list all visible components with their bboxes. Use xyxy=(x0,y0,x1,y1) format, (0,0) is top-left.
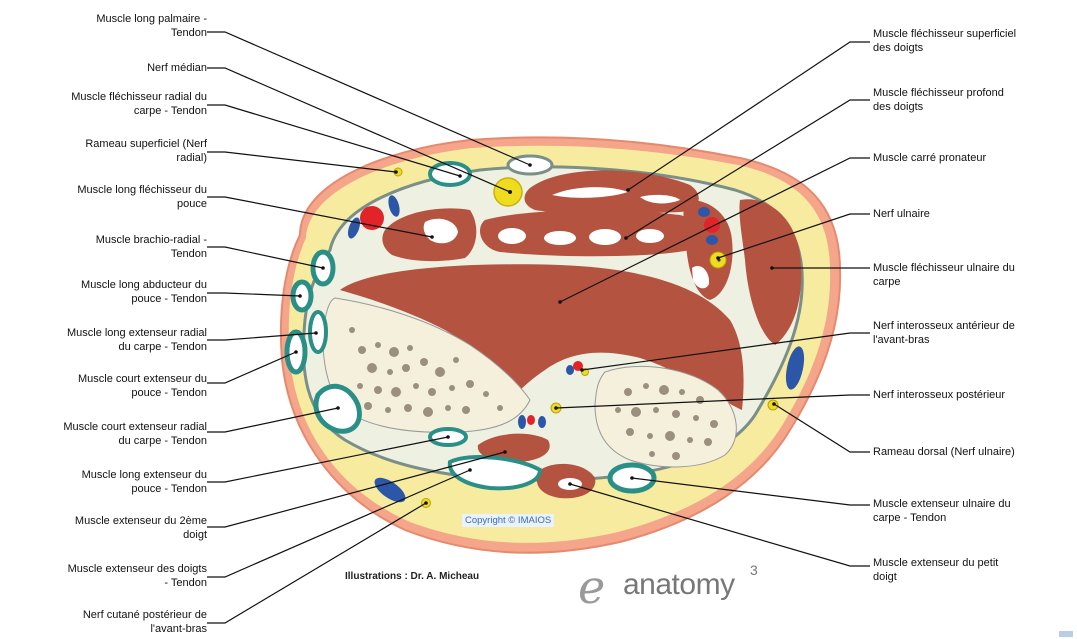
logo-wordmark: anatomy xyxy=(623,568,735,602)
label-apl: Muscle long abducteur du pouce - Tendon xyxy=(81,278,207,306)
label-fpl: Muscle long fléchisseur du pouce xyxy=(77,183,207,211)
label-fcu: Muscle fléchisseur ulnaire du carpe xyxy=(873,261,1015,289)
label-brachioradialis: Muscle brachio-radial - Tendon xyxy=(96,233,207,261)
label-dorsal-ulnar-branch: Rameau dorsal (Nerf ulnaire) xyxy=(873,445,1015,459)
radial-artery xyxy=(360,206,384,230)
label-ulnar-nerve: Nerf ulnaire xyxy=(873,207,930,221)
illustration-credit: Illustrations : Dr. A. Micheau xyxy=(345,571,479,582)
label-superficial-radial-nerve: Rameau superficiel (Nerf radial) xyxy=(85,137,207,165)
logo-superscript: 3 xyxy=(750,562,758,578)
label-ecu: Muscle extenseur ulnaire du carpe - Tend… xyxy=(873,497,1011,525)
label-pronator-quadratus: Muscle carré pronateur xyxy=(873,151,986,165)
label-epb: Muscle court extenseur du pouce - Tendon xyxy=(78,372,207,400)
logo-e-glyph: e xyxy=(578,560,605,614)
label-fdp: Muscle fléchisseur profond des doigts xyxy=(873,86,1004,114)
posterior-interosseous-vein-1 xyxy=(518,415,526,429)
corner-badge xyxy=(1059,631,1073,637)
ulnar-vein-1 xyxy=(698,207,710,217)
label-posterior-interosseous-nerve: Nerf interosseux postérieur xyxy=(873,388,1005,402)
ulnar-vein-2 xyxy=(706,235,718,245)
label-fcr: Muscle fléchisseur radial du carpe - Ten… xyxy=(71,90,207,118)
posterior-interosseous-artery xyxy=(527,415,535,425)
label-edm: Muscle extenseur du petit doigt xyxy=(873,556,998,584)
flexor-profundus-tendon-4 xyxy=(636,229,664,243)
eanatomy-logo: e anatomy 3 xyxy=(578,566,778,616)
label-extensor-indicis: Muscle extenseur du 2ème doigt xyxy=(75,514,207,542)
flexor-profundus-tendon-1 xyxy=(498,228,526,244)
ecrl-tendon xyxy=(310,312,326,352)
label-ecrl: Muscle long extenseur radial du carpe - … xyxy=(67,326,207,354)
label-posterior-cutaneous-nerve: Nerf cutané postérieur de l'avant-bras xyxy=(83,608,207,636)
posterior-interosseous-vein-2 xyxy=(538,416,546,428)
label-median-nerve: Nerf médian xyxy=(147,61,207,75)
label-epl: Muscle long extenseur du pouce - Tendon xyxy=(82,468,207,496)
copyright-notice: Copyright © IMAIOS xyxy=(462,514,554,527)
flexor-profundus-tendon-2 xyxy=(544,231,576,245)
label-anterior-interosseous-nerve: Nerf interosseux antérieur de l'avant-br… xyxy=(873,319,1015,347)
flexor-profundus-tendon-3 xyxy=(589,229,621,245)
label-fds: Muscle fléchisseur superficiel des doigt… xyxy=(873,27,1016,55)
label-extensor-digitorum: Muscle extenseur des doigts - Tendon xyxy=(68,562,207,590)
ulnar-artery xyxy=(704,217,720,233)
label-ecrb: Muscle court extenseur radial du carpe -… xyxy=(63,420,207,448)
label-palmaris-longus: Muscle long palmaire - Tendon xyxy=(96,12,207,40)
anterior-interosseous-vein xyxy=(566,365,574,375)
